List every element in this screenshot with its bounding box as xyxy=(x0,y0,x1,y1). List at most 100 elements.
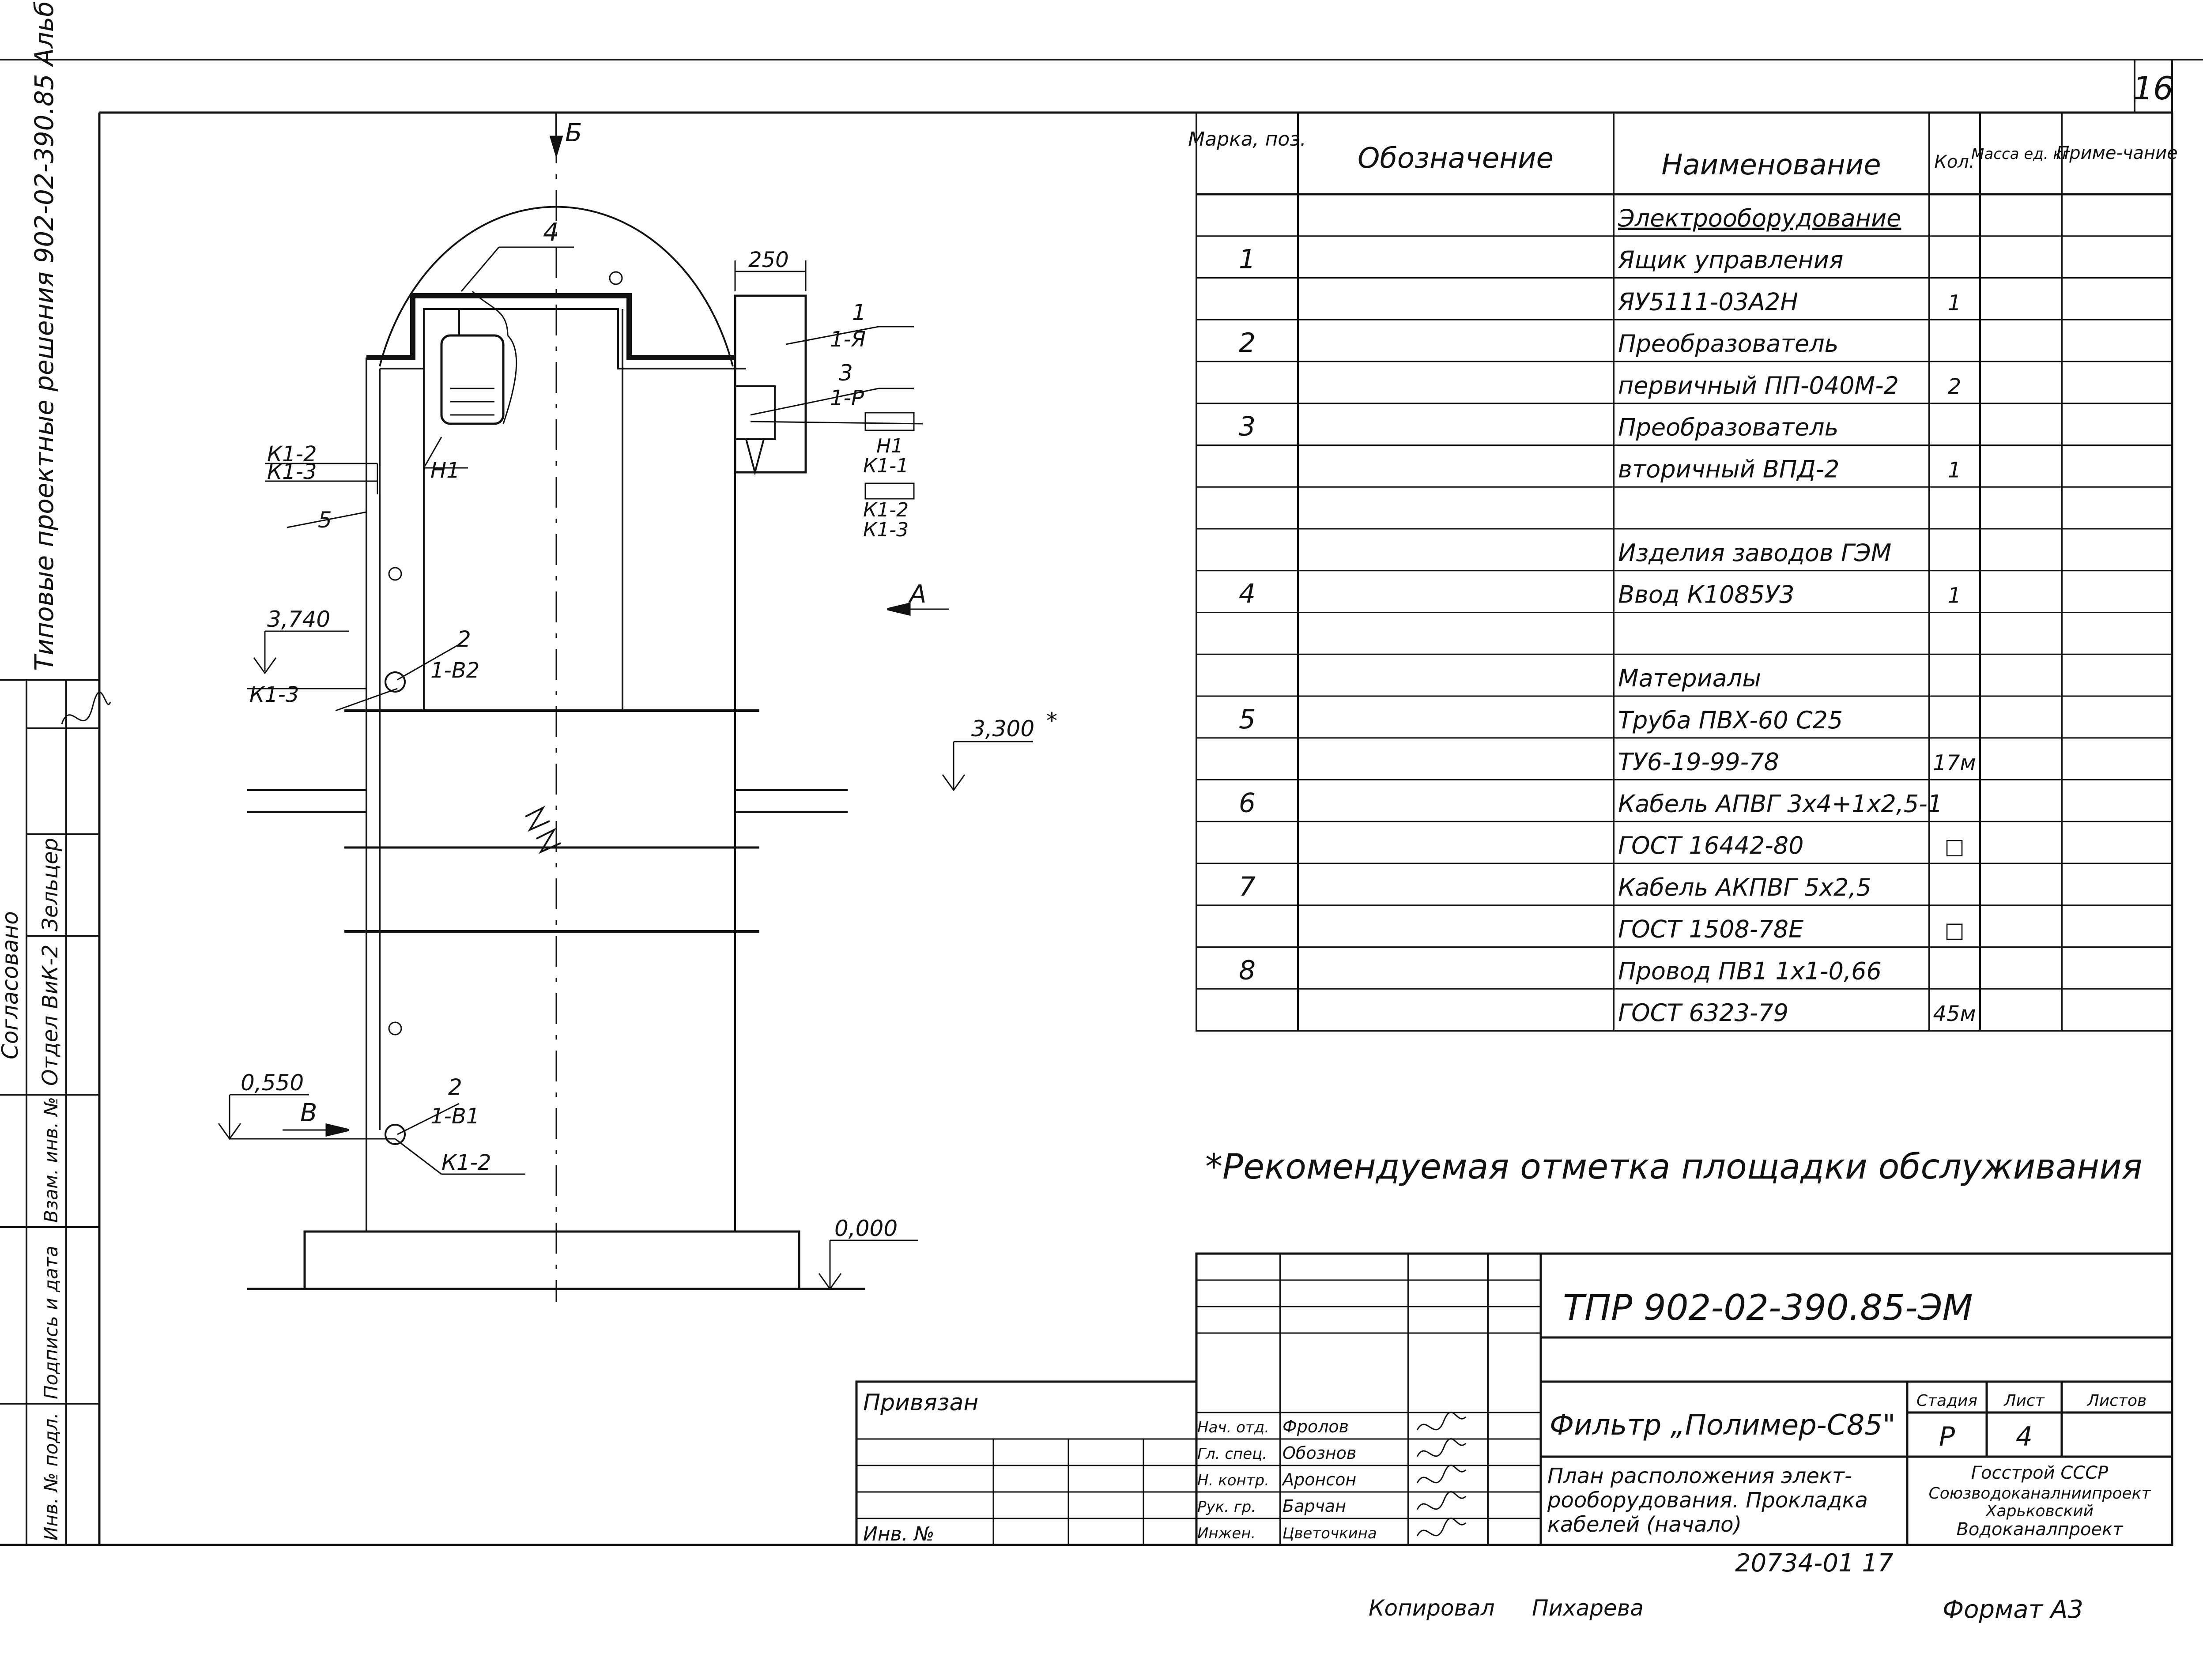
label-3: 3 xyxy=(839,360,853,386)
label-1-b2: 1-В2 xyxy=(430,658,479,683)
sheet-value: 4 xyxy=(2016,1421,2033,1452)
role-3-name: Аронсон xyxy=(1281,1470,1356,1489)
format-label: Формат А3 xyxy=(1943,1595,2083,1624)
role-2-name: Обознов xyxy=(1283,1443,1356,1463)
side-stamp-row-1: Взам. инв. № xyxy=(40,1097,62,1223)
converter-box xyxy=(734,385,776,440)
label-1-9: 1-Я xyxy=(830,327,866,352)
label-1-b1: 1-В1 xyxy=(430,1104,479,1129)
note-text: *Рекомендуемая отметка площадки обслужив… xyxy=(1205,1147,2143,1187)
spec-row-name: Кабель АКПВГ 5х2,5 xyxy=(1618,874,1871,901)
spec-row-name: ЯУ5111-03А2Н xyxy=(1618,288,1798,316)
label-2-lower: 2 xyxy=(448,1074,462,1100)
spec-row-name: Преобразователь xyxy=(1618,414,1839,441)
spec-row-pos: 8 xyxy=(1239,955,1256,986)
role-1: Нач. отд. xyxy=(1197,1419,1269,1436)
bound-label: Привязан xyxy=(863,1390,978,1416)
spec-row-name: Провод ПВ1 1х1-0,66 xyxy=(1618,957,1882,985)
org-line-4: Водоканалпроект xyxy=(1956,1519,2124,1540)
spec-row-qty: □ xyxy=(1944,918,1964,943)
drawing-labels: Б 4 250 1 1-Я 3 1-Р Н1 К1-1 К1-2 К1-3 Н1… xyxy=(241,119,1057,1241)
spec-row-name: вторичный ВПД-2 xyxy=(1618,455,1839,483)
role-3: Н. контр. xyxy=(1197,1472,1269,1489)
equipment-drawing xyxy=(218,113,1033,1302)
spec-row-name: ГОСТ 1508-78Е xyxy=(1618,915,1804,943)
side-stamp xyxy=(0,679,99,1545)
side-stamp-row-2: Подпись и дата xyxy=(40,1246,62,1399)
spec-row-pos: 4 xyxy=(1239,579,1256,610)
copied-by: Пихарева xyxy=(1532,1595,1644,1621)
drawing-code: ТПР 902-02-390.85-ЭМ xyxy=(1563,1287,1973,1328)
role-5-name: Цветочкина xyxy=(1283,1525,1377,1542)
side-stamp-person: Зельцер xyxy=(38,838,63,931)
spec-row-name: Кабель АПВГ 3х4+1х2,5-1 xyxy=(1618,790,1943,817)
role-1-name: Фролов xyxy=(1283,1417,1349,1436)
object-name: Фильтр „Полимер-С85" xyxy=(1550,1409,1895,1442)
foundation-base xyxy=(303,1230,800,1290)
sheet-title-line-2: рооборудования. Прокладка xyxy=(1547,1488,1868,1513)
doc-number: 20734-01 17 xyxy=(1735,1549,1894,1578)
mark-v: В xyxy=(300,1099,317,1127)
spec-row-pos: 6 xyxy=(1239,787,1256,818)
control-box xyxy=(734,294,807,474)
spec-row-name: Материалы xyxy=(1618,664,1761,692)
label-k1-3-left: К1-3 xyxy=(267,460,317,484)
side-note: Типовые проектные решения 902-02-390.85 … xyxy=(29,0,59,671)
level-0550: 0,550 xyxy=(241,1070,304,1096)
sheet-label: Лист xyxy=(2003,1392,2045,1410)
sensor-2-lower xyxy=(385,1124,406,1145)
level-0000: 0,000 xyxy=(834,1216,898,1241)
label-k1-3-level: К1-3 xyxy=(249,682,299,707)
mark-a: А xyxy=(908,580,926,609)
role-5: Инжен. xyxy=(1197,1525,1256,1542)
label-k1-3-right: К1-3 xyxy=(863,519,909,541)
header-note: Приме-чание xyxy=(2056,143,2178,163)
dim-250: 250 xyxy=(748,248,789,272)
stage-value: Р xyxy=(1939,1421,1955,1452)
spec-row-pos: 1 xyxy=(1239,244,1256,275)
spec-row-pos: 2 xyxy=(1239,328,1256,358)
spec-row-qty: 1 xyxy=(1948,458,1962,482)
level-3300-star: * xyxy=(1046,708,1057,734)
copied-by-label: Копировал xyxy=(1369,1595,1495,1621)
spec-row-name: Изделия заводов ГЭМ xyxy=(1618,539,1891,567)
spec-row-name: первичный ПП-040М-2 xyxy=(1618,372,1899,399)
spec-row-name: ГОСТ 16442-80 xyxy=(1618,832,1803,859)
spec-row-name: Ввод К1085У3 xyxy=(1618,581,1794,609)
mark-b: Б xyxy=(565,119,582,147)
level-3740: 3,740 xyxy=(267,606,330,632)
label-4: 4 xyxy=(543,218,559,247)
motor-body xyxy=(440,334,505,425)
label-1-r: 1-Р xyxy=(830,386,864,411)
spec-row-qty: 1 xyxy=(1948,290,1962,315)
level-3300: 3,300 xyxy=(971,716,1034,742)
sheet-title-line-1: План расположения элект- xyxy=(1547,1464,1852,1488)
label-5: 5 xyxy=(318,507,332,533)
spec-row-qty: 45м xyxy=(1933,1002,1976,1026)
stage-label: Стадия xyxy=(1916,1392,1977,1410)
spec-row-name: Электрооборудование xyxy=(1618,204,1901,232)
title-block-text: ТПР 902-02-390.85-ЭМ Фильтр „Полимер-С85… xyxy=(863,1287,2151,1624)
spec-table xyxy=(1196,112,2173,1032)
spec-row-qty: □ xyxy=(1944,834,1964,859)
label-k1-2-right: К1-2 xyxy=(863,499,909,521)
sensor-2-upper xyxy=(385,671,406,693)
role-4: Рук. гр. xyxy=(1197,1498,1256,1516)
label-h1-left: Н1 xyxy=(430,458,460,483)
org-line-2: Союзводоканалниипроект xyxy=(1929,1484,2151,1503)
header-qty: Кол. xyxy=(1934,152,1974,172)
header-name: Наименование xyxy=(1661,149,1881,181)
label-h1-right: Н1 xyxy=(876,435,903,457)
sheets-label: Листов xyxy=(2086,1392,2146,1410)
spec-row-name: ГОСТ 6323-79 xyxy=(1618,999,1788,1027)
role-2: Гл. спец. xyxy=(1197,1445,1267,1463)
sheet-title-line-3: кабелей (начало) xyxy=(1547,1512,1742,1537)
spec-row-pos: 7 xyxy=(1239,871,1256,902)
spec-row-name: ТУ6-19-99-78 xyxy=(1618,748,1779,776)
spec-row-qty: 17м xyxy=(1933,751,1976,776)
label-k1-2-lower: К1-2 xyxy=(441,1150,491,1175)
title-block xyxy=(855,1252,2173,1546)
label-k1-2-left: К1-2 xyxy=(267,442,317,467)
spec-row-name: Ящик управления xyxy=(1618,246,1843,274)
